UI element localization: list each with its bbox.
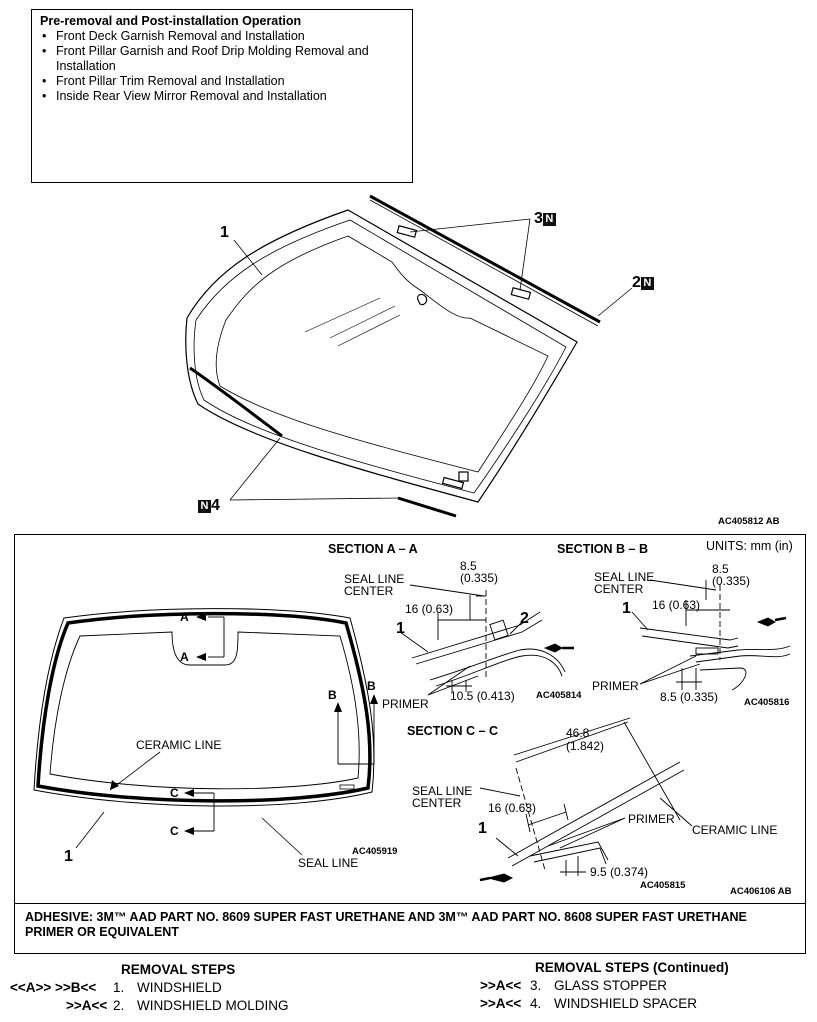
figure-code: AC405815: [640, 880, 686, 891]
section-marker-c: C: [170, 786, 179, 800]
section-a-primer: PRIMER: [382, 697, 429, 711]
step-number: 3.: [530, 978, 542, 993]
step-ref: >>A<<: [66, 998, 108, 1013]
step-number: 4.: [530, 996, 542, 1011]
section-a-dim-top-in: (0.335): [460, 571, 499, 585]
figure-code: AC405919: [352, 846, 398, 857]
section-a-part-2: 2: [520, 610, 529, 627]
step-number: 2.: [113, 998, 125, 1013]
removal-steps-continued-title: REMOVAL STEPS (Continued): [535, 960, 729, 975]
section-a-part-1: 1: [396, 620, 405, 637]
section-b-center: CENTER: [594, 582, 644, 596]
removal-step-2[interactable]: >>A<< 2. WINDSHIELD MOLDING: [66, 998, 289, 1014]
section-marker-b: B: [328, 688, 337, 702]
step-name: WINDSHIELD MOLDING: [137, 998, 289, 1013]
windshield-exploded-drawing: [185, 194, 633, 518]
section-b-seal-line: SEAL LINE: [594, 570, 655, 584]
seal-line-label: SEAL LINE: [298, 856, 359, 870]
step-name: WINDSHIELD: [137, 980, 222, 995]
section-a-dim-16: 16 (0.63): [405, 602, 454, 616]
section-b-dim-top-in: (0.335): [712, 574, 751, 588]
section-c-center: CENTER: [412, 796, 462, 810]
pre-removal-item: Front Pillar Trim Removal and Installati…: [42, 74, 404, 89]
section-a-diagram: [399, 584, 574, 696]
pre-removal-title: Pre-removal and Post-installation Operat…: [40, 14, 302, 28]
section-c-ceramic-line: CERAMIC LINE: [692, 823, 778, 837]
figure-code: AC405812 AB: [718, 516, 780, 527]
adhesive-note: ADHESIVE: 3M™ AAD PART NO. 8609 SUPER FA…: [14, 904, 806, 954]
section-marker-a: A: [180, 650, 189, 664]
section-b-part-1: 1: [622, 600, 631, 617]
step-name: GLASS STOPPER: [554, 978, 668, 993]
units-label: UNITS: mm (in): [706, 539, 793, 553]
section-b-primer: PRIMER: [592, 679, 639, 693]
section-a-seal-line: SEAL LINE: [344, 572, 405, 586]
section-a-title: SECTION A – A: [328, 542, 418, 556]
section-c-dim-bottom: 9.5 (0.374): [590, 865, 649, 879]
step-name: WINDSHIELD SPACER: [554, 996, 698, 1011]
pre-removal-list: Front Deck Garnish Removal and Installat…: [40, 29, 404, 104]
section-c-dim-16: 16 (0.63): [488, 801, 537, 815]
section-marker-b: B: [367, 679, 376, 693]
removal-steps-title: REMOVAL STEPS: [121, 962, 236, 977]
section-c-seal-line: SEAL LINE: [412, 784, 473, 798]
removal-step-1[interactable]: <<A>> >>B<< 1. WINDSHIELD: [10, 980, 222, 996]
ceramic-line-label: CERAMIC LINE: [136, 738, 222, 752]
section-marker-a: A: [180, 610, 189, 624]
part-1-label: 1: [64, 848, 73, 865]
pre-removal-item: Inside Rear View Mirror Removal and Inst…: [42, 89, 404, 104]
section-a-dim-bottom: 10.5 (0.413): [450, 689, 515, 703]
detail-figure-box: [14, 534, 806, 904]
section-b-diagram: [631, 579, 791, 691]
new-part-icon: N: [640, 277, 654, 290]
step-ref: <<A>> >>B<<: [10, 980, 97, 995]
figure-code: AC405816: [744, 697, 790, 708]
section-c-diagram: [479, 717, 693, 883]
figure-code: AC406106 AB: [730, 886, 792, 897]
section-a-center: CENTER: [344, 584, 394, 598]
section-marker-c: C: [170, 824, 179, 838]
callout-1: 1: [220, 224, 229, 241]
pre-removal-item: Front Pillar Garnish and Roof Drip Moldi…: [42, 44, 404, 74]
step-number: 1.: [113, 980, 125, 995]
section-c-primer: PRIMER: [628, 812, 675, 826]
windshield-front-view: [33, 608, 378, 856]
removal-step-4[interactable]: >>A<< 4. WINDSHIELD SPACER: [480, 996, 697, 1012]
figure-code: AC405814: [536, 690, 582, 701]
section-c-title: SECTION C – C: [407, 724, 498, 738]
pre-removal-item: Front Deck Garnish Removal and Installat…: [42, 29, 404, 44]
pre-removal-box: Pre-removal and Post-installation Operat…: [31, 9, 413, 183]
section-a-dim-top: 8.5: [460, 559, 477, 573]
new-part-icon: N: [198, 500, 211, 513]
section-c-dim-top: 46.8: [566, 726, 590, 740]
section-b-title: SECTION B – B: [557, 542, 648, 556]
section-b-dim-16: 16 (0.63): [652, 598, 701, 612]
step-ref: >>A<<: [480, 978, 522, 993]
step-ref: >>A<<: [480, 996, 522, 1011]
section-c-part-1: 1: [478, 820, 487, 837]
section-b-dim-bottom: 8.5 (0.335): [660, 690, 719, 704]
removal-step-3[interactable]: >>A<< 3. GLASS STOPPER: [480, 978, 667, 994]
section-c-dim-top-in: (1.842): [566, 739, 605, 753]
section-b-dim-top: 8.5: [712, 562, 729, 576]
new-part-icon: N: [542, 213, 556, 226]
